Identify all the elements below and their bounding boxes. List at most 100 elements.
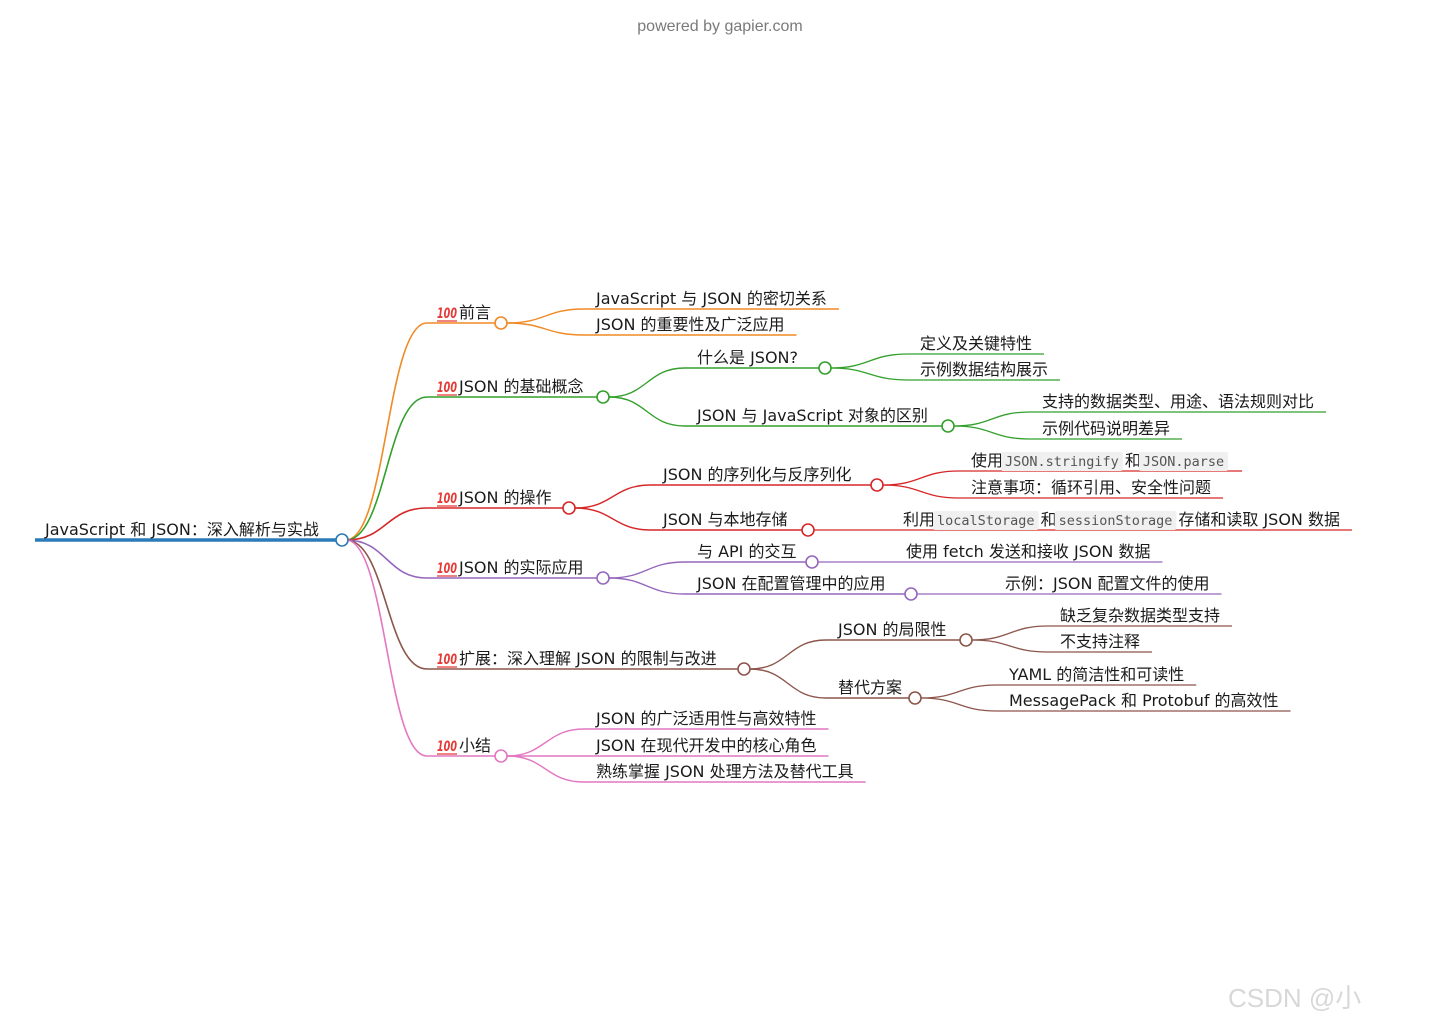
topic-node-dot[interactable]: [805, 555, 819, 569]
label-text: JSON 与 JavaScript 对象的区别: [696, 406, 928, 425]
inline-code: JSON.parse: [1143, 454, 1224, 470]
subtopic-3-2-1: 利用 localStorage 和 sessionStorage 存储和读取 J…: [903, 510, 1340, 530]
label-text: 存储和读取 JSON 数据: [1178, 510, 1340, 529]
subtopic-5-1-2: 不支持注释: [1060, 632, 1140, 651]
branch-connector: [345, 539, 428, 579]
subtopic-5-1-1: 缺乏复杂数据类型支持: [1060, 606, 1220, 625]
subtopic-connector: [882, 470, 960, 486]
powered-by-text: powered by gapier.com: [637, 18, 803, 35]
inline-code-bg: [1054, 511, 1177, 530]
hundred-points-icon: 100: [437, 491, 457, 507]
branch-connector: [345, 507, 428, 541]
label-text: JSON 与本地存储: [662, 510, 788, 529]
topic-4-2: JSON 在配置管理中的应用: [696, 574, 886, 593]
branch-node-dot[interactable]: [562, 501, 576, 515]
inline-code: sessionStorage: [1059, 513, 1173, 529]
topic-node-dot[interactable]: [959, 633, 973, 647]
label-text: 注意事项：循环引用、安全性问题: [971, 478, 1211, 497]
branch-node-dot[interactable]: [596, 571, 610, 585]
hundred-points-icon: 100: [437, 306, 457, 322]
csdn-watermark: CSDN @小: [1228, 983, 1362, 1013]
label-text: 和: [1125, 451, 1141, 470]
topic-node-dot[interactable]: [941, 419, 955, 433]
label-text: JSON 的局限性: [837, 620, 947, 639]
topic-connector: [574, 507, 652, 531]
subtopic-connector: [920, 684, 998, 699]
branch-node-dot[interactable]: [494, 316, 508, 330]
label-text: 使用: [971, 451, 1003, 470]
topic-node-dot[interactable]: [870, 478, 884, 492]
label-text: MessagePack 和 Protobuf 的高效性: [1009, 691, 1279, 710]
root-node-dot[interactable]: [335, 533, 349, 547]
node-dots: [335, 316, 973, 763]
label-text: JSON 在配置管理中的应用: [696, 574, 886, 593]
branch-connector: [345, 539, 428, 670]
topic-3-2: JSON 与本地存储: [662, 510, 788, 529]
inline-code: localStorage: [937, 513, 1035, 529]
subtopic-2-2-2: 示例代码说明差异: [1042, 419, 1170, 438]
hundred-points-icon: 100: [437, 652, 457, 668]
branch-node-dot[interactable]: [737, 662, 751, 676]
label-text: 不支持注释: [1060, 632, 1140, 651]
topic-node-dot[interactable]: [908, 691, 922, 705]
hundred-points-icon: 100: [437, 380, 457, 396]
subtopic-4-2-1: 示例：JSON 配置文件的使用: [1005, 574, 1210, 593]
label-text: 支持的数据类型、用途、语法规则对比: [1042, 392, 1314, 411]
subtopic-4-1-1: 使用 fetch 发送和接收 JSON 数据: [906, 542, 1150, 561]
label-text: JSON 在现代开发中的核心角色: [595, 736, 817, 755]
topic-connector: [574, 484, 652, 509]
topic-2-2: JSON 与 JavaScript 对象的区别: [696, 406, 928, 425]
topic-5-2: 替代方案: [838, 678, 902, 697]
topic-node-dot[interactable]: [801, 523, 815, 537]
topic-2-1: 什么是 JSON?: [697, 348, 798, 367]
topic-6-2: JSON 在现代开发中的核心角色: [595, 736, 817, 755]
root-topic: JavaScript 和 JSON：深入解析与实战: [44, 520, 319, 539]
hundred-points-icon: 100: [437, 561, 457, 577]
label-text: YAML 的简洁性和可读性: [1008, 665, 1184, 684]
subtopic-2-1-2: 示例数据结构展示: [920, 360, 1048, 379]
topic-3-1: JSON 的序列化与反序列化: [662, 465, 852, 484]
branch-connector: [345, 396, 428, 541]
topic-connector: [608, 367, 686, 398]
label-text: 前言: [459, 303, 491, 322]
subtopic-connector: [953, 411, 1031, 427]
subtopic-connector: [830, 353, 909, 369]
topic-1-2: JSON 的重要性及广泛应用: [595, 315, 785, 334]
label-text: 示例代码说明差异: [1042, 419, 1170, 438]
topic-5-1: JSON 的局限性: [837, 620, 947, 639]
topic-node-dot[interactable]: [818, 361, 832, 375]
subtopic-2-1-1: 定义及关键特性: [920, 334, 1032, 353]
subtopic-connector: [920, 697, 998, 712]
inline-code: JSON.stringify: [1005, 454, 1119, 470]
subtopic-connector: [971, 639, 1049, 653]
label-text: 利用: [903, 510, 935, 529]
label-text: 什么是 JSON?: [697, 348, 798, 367]
label-text: JSON 的基础概念: [458, 377, 584, 396]
topic-connector: [506, 728, 585, 757]
subtopic-connector: [953, 425, 1031, 440]
label-text: 示例数据结构展示: [920, 360, 1048, 379]
subtopic-connector: [830, 367, 909, 381]
label-text: JSON 的操作: [458, 488, 552, 507]
subtopic-5-2-1: YAML 的简洁性和可读性: [1008, 665, 1184, 684]
label-text: 和: [1041, 510, 1057, 529]
label-text: 替代方案: [838, 678, 902, 697]
topic-connector: [608, 577, 686, 595]
inline-code-bg: [933, 511, 1039, 530]
topic-connector: [506, 755, 585, 783]
branch-node-dot[interactable]: [596, 390, 610, 404]
label-text: 熟练掌握 JSON 处理方法及替代工具: [596, 762, 854, 781]
label-text: JSON 的重要性及广泛应用: [595, 315, 785, 334]
branch-node-dot[interactable]: [494, 749, 508, 763]
topic-node-dot[interactable]: [904, 587, 918, 601]
inline-code-bg: [1138, 452, 1229, 471]
label-text: JSON 的实际应用: [458, 558, 584, 577]
label-text: JavaScript 与 JSON 的密切关系: [595, 289, 827, 308]
